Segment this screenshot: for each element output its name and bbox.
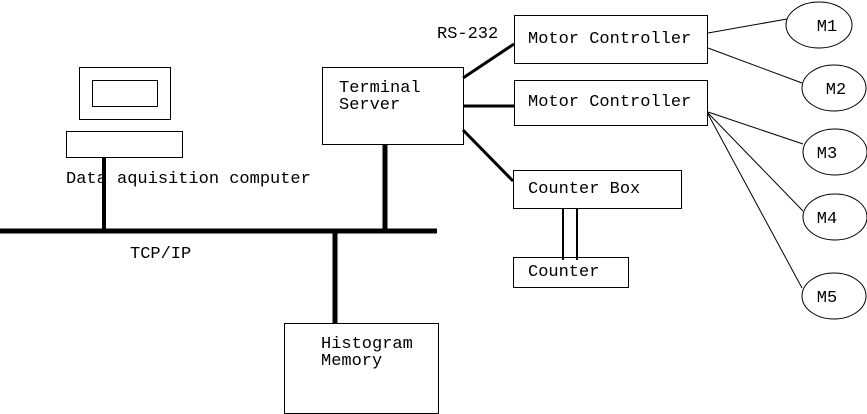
computer-screen-icon <box>92 80 158 107</box>
motor-label-m3: M3 <box>817 145 837 164</box>
motor-label-m2: M2 <box>826 81 846 100</box>
mc1-m1-link <box>707 18 788 34</box>
mc2-m5-link <box>707 113 803 289</box>
motor-label-m4: M4 <box>817 210 837 229</box>
motor-ellipse-m1 <box>785 1 853 49</box>
terminal-server-box: Terminal Server <box>322 67 464 145</box>
motor-ellipse-m2 <box>801 64 867 112</box>
motor-label-m5: M5 <box>817 289 837 308</box>
rs232-label: RS-232 <box>437 25 499 44</box>
histogram-memory-box: Histogram Memory <box>284 323 439 414</box>
motor-ellipse-m4 <box>802 193 867 241</box>
data-acquisition-label: Data aquisition computer <box>66 170 311 189</box>
ts-counterbox-link <box>461 128 515 183</box>
computer-keyboard-icon <box>66 131 183 158</box>
motor-label-m1: M1 <box>817 18 837 37</box>
tcpip-label: TCP/IP <box>130 245 192 264</box>
counter-box-node: Counter Box <box>513 170 682 209</box>
motor-controller-1-box: Motor Controller <box>514 15 708 64</box>
ts-mc1-link <box>462 42 515 80</box>
mc2-m4-link <box>707 112 804 212</box>
counter-node: Counter <box>513 257 629 288</box>
mc1-m2-link <box>707 47 803 84</box>
mc2-m3-link <box>707 111 804 145</box>
motor-controller-2-box: Motor Controller <box>514 80 708 126</box>
motor-ellipse-m5 <box>801 272 867 320</box>
motor-ellipse-m3 <box>802 128 867 176</box>
